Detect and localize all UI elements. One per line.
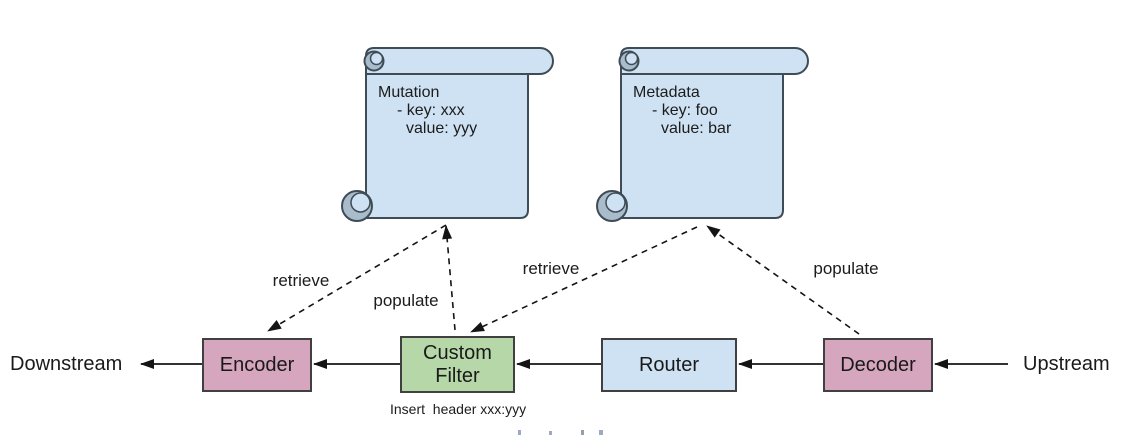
upstream-label: Upstream [1023, 353, 1110, 375]
clipped-text-fragment [518, 430, 603, 435]
dashed-arrow-populate-mutation [442, 225, 456, 331]
edge-label-retrieve-encoder: retrieve [272, 271, 330, 290]
scroll-metadata-shape [596, 47, 809, 222]
node-decoder: Decoder [823, 338, 933, 392]
edge-label-populate-metadata: populate [813, 259, 879, 278]
dashed-arrow-retrieve-filter [470, 226, 698, 333]
scroll-mutation-shape [341, 47, 554, 222]
edge-label-populate-mutation: populate [373, 291, 439, 310]
scroll-metadata-title: Metadata [633, 84, 700, 101]
edge-label-retrieve-filter: retrieve [522, 259, 580, 278]
node-router: Router [601, 338, 737, 392]
scroll-mutation-line: value: yyy [406, 120, 478, 137]
dashed-arrow-populate-metadata [706, 225, 860, 335]
scroll-metadata-line: value: bar [661, 120, 732, 137]
node-label: Custom Filter [423, 341, 492, 387]
filter-note: Insert header xxx:yyy [390, 401, 527, 417]
node-custom-filter: Custom Filter [400, 336, 515, 393]
dashed-arrow-retrieve-encoder [267, 224, 447, 332]
node-label: Decoder [840, 353, 916, 376]
downstream-label: Downstream [10, 353, 123, 375]
scroll-mutation-line: - key: xxx [397, 102, 465, 119]
scroll-metadata-line: - key: foo [652, 102, 718, 119]
node-label: Router [638, 353, 700, 376]
node-encoder: Encoder [202, 338, 312, 392]
node-label: Encoder [219, 353, 295, 376]
scroll-mutation-title: Mutation [378, 84, 440, 101]
